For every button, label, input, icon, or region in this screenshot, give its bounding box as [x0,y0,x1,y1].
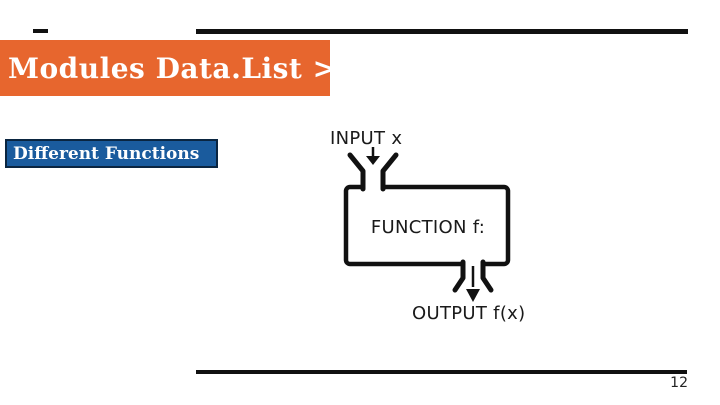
input-funnel-right-wall [380,152,399,192]
section-label-text: Different Functions [13,143,200,164]
spout-gap [464,258,482,269]
function-machine-diagram: INPUT x FUNCTION f: OUTPUT f(x) [330,128,525,324]
section-label: Different Functions [5,139,218,168]
top-dash-decoration [33,29,48,33]
slide-title: Modules Data.List > [8,51,337,85]
input-arrow-head-icon [366,156,380,165]
diagram-input-label: INPUT x [330,128,402,149]
diagram-output-label: OUTPUT f(x) [412,303,525,324]
input-funnel-left-wall [347,152,366,192]
output-arrow-head-icon [466,289,480,302]
output-spout-right-wall [480,259,494,293]
top-rule [196,29,688,34]
bottom-rule [196,370,687,374]
funnel-gap [364,182,382,192]
page-number: 12 [670,375,688,391]
diagram-function-label: FUNCTION f: [371,217,485,238]
title-banner: Modules Data.List > [0,40,336,96]
output-spout-left-wall [452,259,466,293]
function-box [343,184,511,267]
